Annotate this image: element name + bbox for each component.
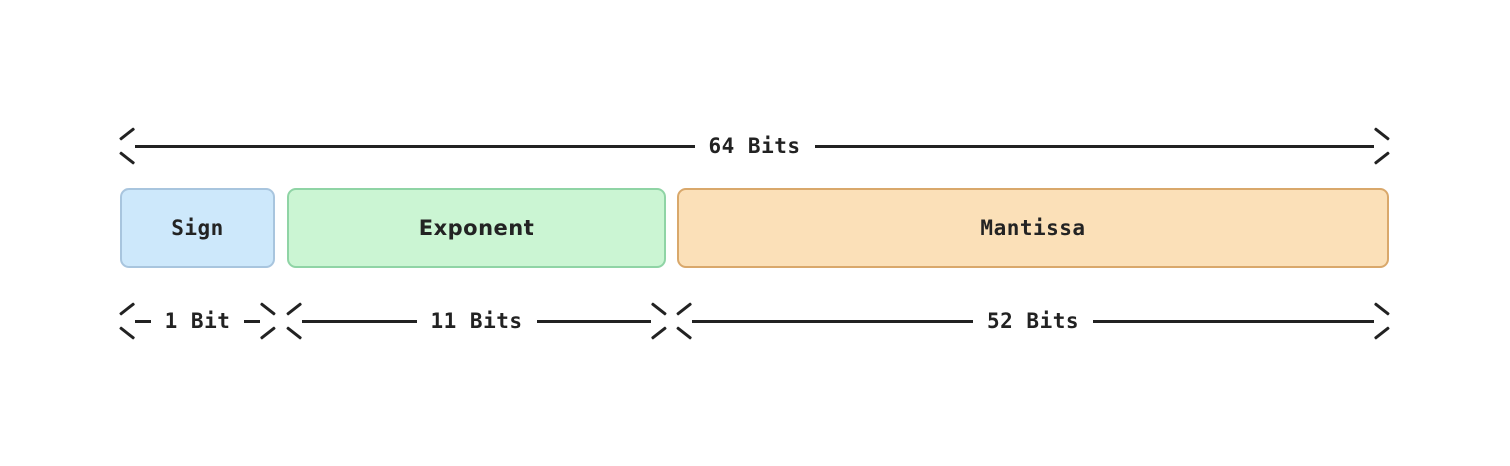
field-box-sign[interactable]: Sign [120,188,275,268]
field-label-sign: Sign [171,215,224,240]
arrow-head-left-icon [287,308,302,334]
arrow-line [135,319,151,323]
field-label-mantissa: Mantissa [980,215,1086,240]
arrow-head-right-icon [1374,308,1389,334]
arrow-line [692,319,973,323]
arrow-line [1093,319,1375,323]
arrow-line [302,319,417,323]
field-box-exponent[interactable]: Exponent [287,188,666,268]
arrow-head-right-icon [260,308,275,334]
field-width-arrow-mantissa: 52 Bits [677,304,1389,338]
total-bits-label: 64 Bits [708,133,801,158]
arrow-line [135,144,695,148]
field-label-exponent: Exponent [418,215,535,240]
arrow-head-left-icon [120,308,135,334]
arrow-head-left-icon [677,308,692,334]
field-bits-label-exponent: 11 Bits [430,308,523,333]
field-box-mantissa[interactable]: Mantissa [677,188,1389,268]
arrow-head-left-icon [120,133,135,159]
field-bits-label-sign: 1 Bit [164,308,231,333]
arrow-line [244,319,260,323]
arrow-head-right-icon [1374,133,1389,159]
arrow-line [814,144,1375,148]
arrow-head-right-icon [651,308,666,334]
field-bits-label-mantissa: 52 Bits [987,308,1080,333]
arrow-line [536,319,652,323]
total-width-arrow: 64 Bits [120,129,1389,163]
field-width-arrow-sign: 1 Bit [120,304,275,338]
field-width-arrow-exponent: 11 Bits [287,304,666,338]
